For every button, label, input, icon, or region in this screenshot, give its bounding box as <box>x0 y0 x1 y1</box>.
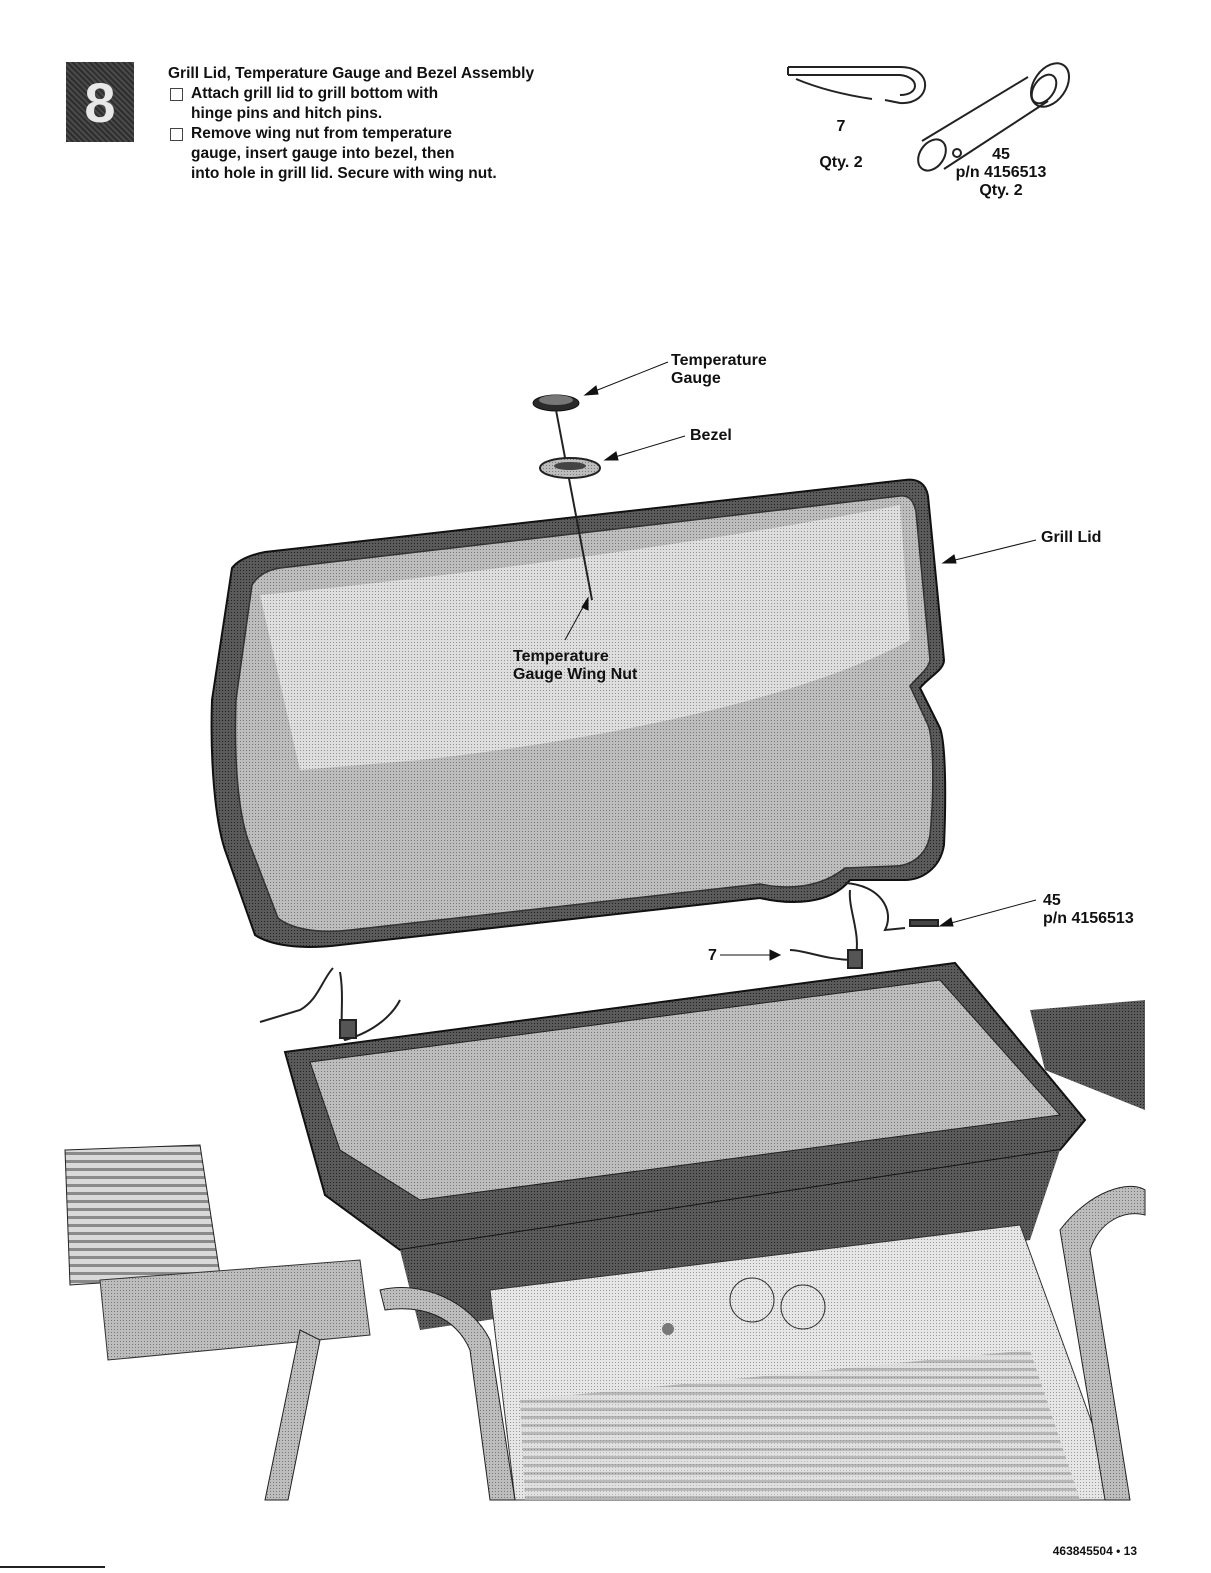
instruction-item: Attach grill lid to grill bottom with hi… <box>168 84 728 124</box>
callout-grill-lid: Grill Lid <box>1041 529 1102 546</box>
grill-lid <box>210 478 947 948</box>
step-number-badge: 8 <box>66 62 134 142</box>
footer-rule <box>0 1566 105 1568</box>
callout-wing-nut: Temperature Gauge Wing Nut <box>513 648 638 683</box>
control-knob-icon <box>780 1284 826 1330</box>
hinge-pin-label: 45 p/n 4156513 Qty. 2 <box>946 146 1056 200</box>
instruction-text: Attach grill lid to grill bottom with hi… <box>191 85 439 122</box>
grill-cart <box>264 1185 1146 1501</box>
hitch-pin-icon <box>787 66 927 105</box>
page-footer: 463845504 • 13 <box>1052 1544 1137 1558</box>
hinge-pin-qty: Qty. 2 <box>979 182 1023 199</box>
callout-hinge-pin-part-number: p/n 4156513 <box>1043 910 1134 927</box>
callout-temperature-gauge: Temperature Gauge <box>671 352 767 387</box>
hitch-pin-qty: Qty. 2 <box>819 154 863 171</box>
parts-illustration <box>787 62 1071 172</box>
step-title: Grill Lid, Temperature Gauge and Bezel A… <box>168 65 535 82</box>
side-shelf-right <box>1030 1000 1145 1110</box>
callout-bezel: Bezel <box>690 427 732 444</box>
igniter-button-icon <box>662 1323 674 1335</box>
callout-hinge-pin: 45 p/n 4156513 <box>1043 892 1134 928</box>
hitch-pin-number: 7 <box>836 118 846 135</box>
checkbox-icon[interactable] <box>170 128 183 141</box>
callout-hitch-pin: 7 <box>708 947 717 964</box>
callout-hinge-pin-number: 45 <box>1043 892 1061 909</box>
hinge-pin-number: 45 <box>992 146 1010 163</box>
bezel <box>539 457 601 479</box>
checkbox-icon[interactable] <box>170 88 183 101</box>
instruction-text: Remove wing nut from temperature gauge, … <box>191 125 497 182</box>
hinge-pin-icon <box>917 62 1071 172</box>
hitch-pin-label: 7 Qty. 2 <box>806 100 876 172</box>
step-number: 8 <box>84 70 116 134</box>
step-instructions: Grill Lid, Temperature Gauge and Bezel A… <box>168 64 728 184</box>
instruction-item: Remove wing nut from temperature gauge, … <box>168 124 728 184</box>
hinge-pin-part-number: p/n 4156513 <box>955 164 1047 181</box>
control-knob-icon <box>729 1277 775 1323</box>
temperature-gauge <box>532 394 593 601</box>
hinge-pin-assembly <box>259 882 939 1042</box>
